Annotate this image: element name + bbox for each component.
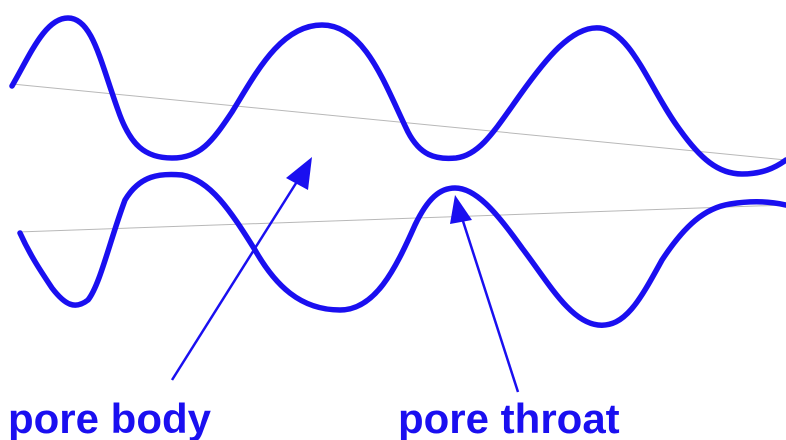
pore-body-arrow-shaft — [170, 179, 300, 381]
pore-body-arrowhead — [286, 157, 312, 190]
upper-pore-wall — [9, 15, 786, 177]
pore-throat-label: pore throat — [398, 395, 620, 440]
upper-axis-line — [11, 83, 786, 161]
lower-pore-wall — [17, 171, 786, 328]
lower-axis-line — [17, 204, 786, 233]
pore-throat-arrowhead — [450, 195, 472, 224]
pore-throat-arrow-shaft — [460, 217, 520, 393]
pore-body-label: pore body — [8, 395, 212, 440]
